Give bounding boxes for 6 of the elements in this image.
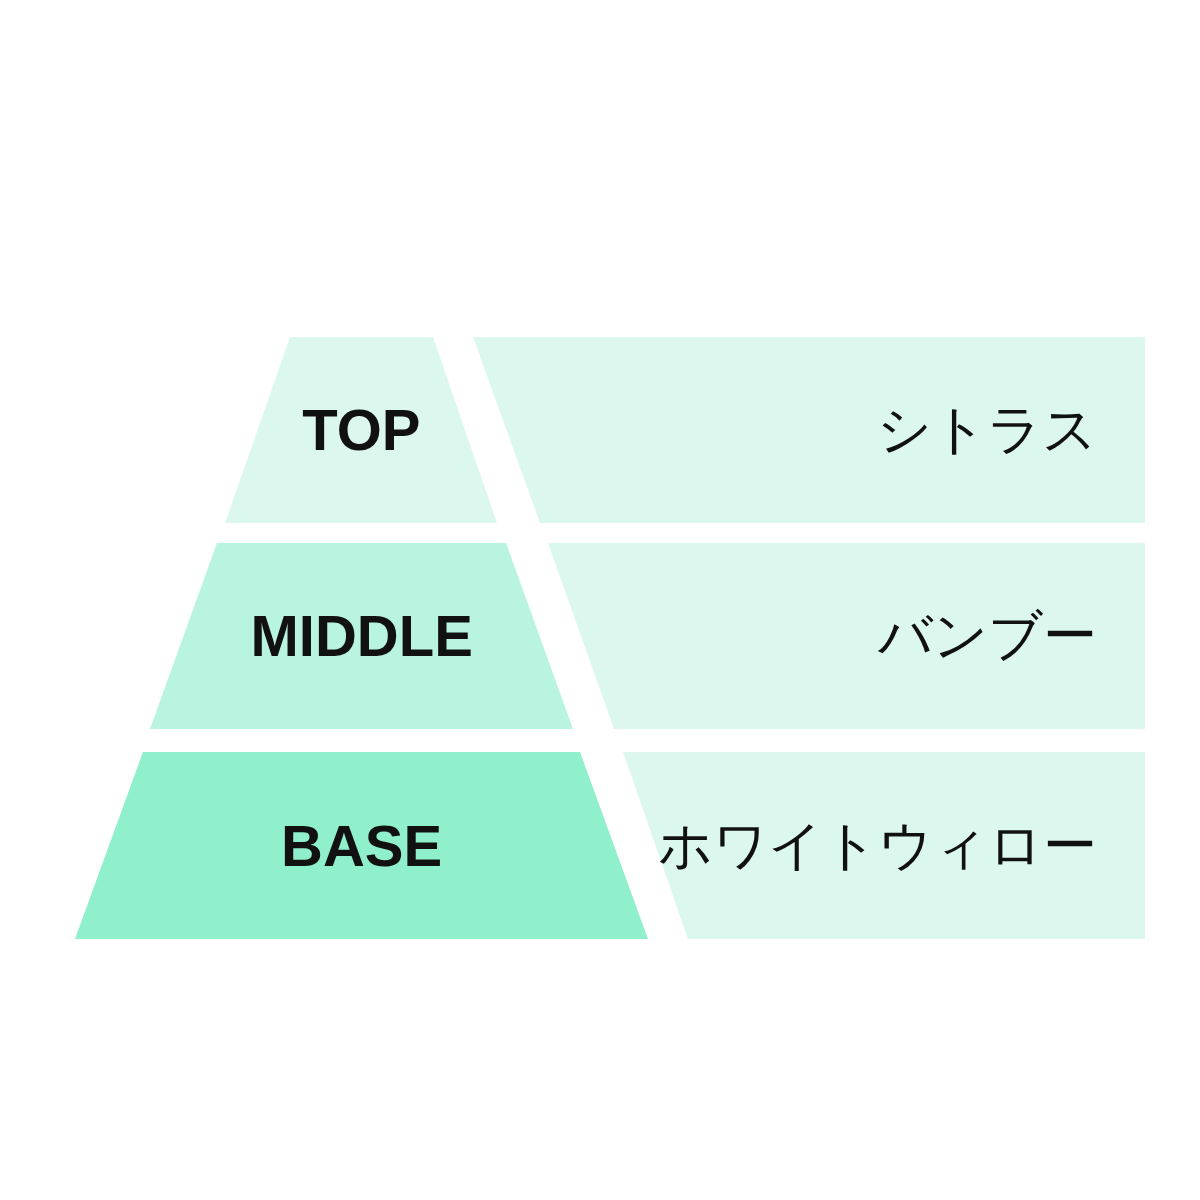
note-label: ホワイトウィロー xyxy=(658,818,1097,873)
tier-label: BASE xyxy=(281,816,443,875)
tier-label: MIDDLE xyxy=(250,607,473,665)
note-label: バンブー xyxy=(878,609,1097,663)
tier-label: TOP xyxy=(302,401,421,459)
note-label: シトラス xyxy=(877,403,1097,457)
